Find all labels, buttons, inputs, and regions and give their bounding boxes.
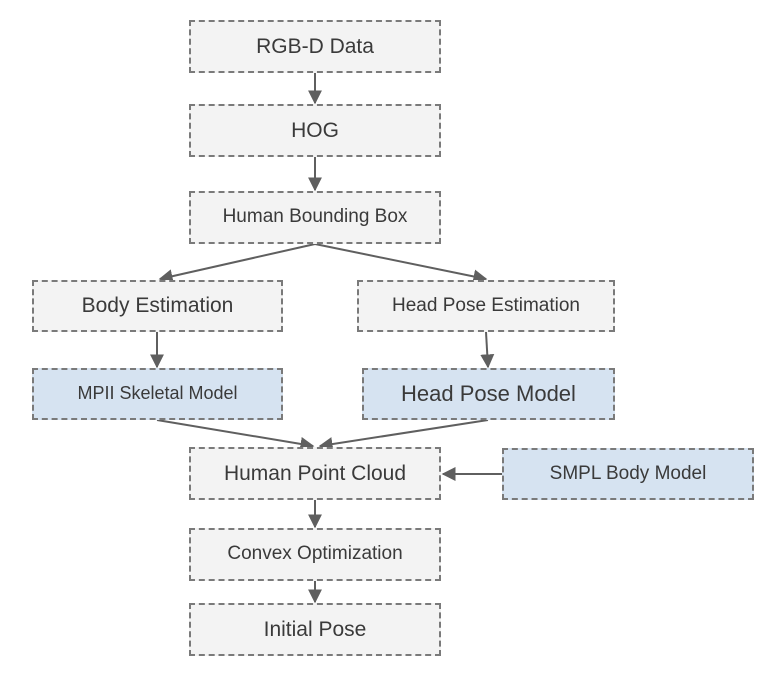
- edge-head-pose-model-to-point-cloud: [318, 419, 489, 451]
- node-human-point-cloud: Human Point Cloud: [189, 447, 441, 500]
- node-body-estimation: Body Estimation: [32, 280, 283, 332]
- node-smpl-body-model: SMPL Body Model: [502, 448, 754, 500]
- edge-bbox-to-head-pose-estimation: [314, 243, 488, 284]
- node-label: HOG: [291, 118, 339, 142]
- node-human-bounding-box: Human Bounding Box: [189, 191, 441, 244]
- node-label: SMPL Body Model: [549, 462, 707, 484]
- node-label: Convex Optimization: [227, 543, 403, 565]
- edge-mpii-to-point-cloud: [156, 419, 315, 451]
- node-label: Initial Pose: [263, 617, 367, 641]
- node-mpii-skeletal-model: MPII Skeletal Model: [32, 368, 283, 420]
- node-label: Human Bounding Box: [222, 206, 408, 228]
- node-label: Human Point Cloud: [223, 461, 407, 485]
- node-initial-pose: Initial Pose: [189, 603, 441, 656]
- edge-head-pose-estimation-to-model: [480, 331, 495, 369]
- node-label: MPII Skeletal Model: [77, 383, 238, 404]
- node-convex-optimization: Convex Optimization: [189, 528, 441, 581]
- edge-bbox-to-body-estimation: [158, 243, 316, 284]
- node-hog: HOG: [189, 104, 441, 157]
- node-label: RGB-D Data: [256, 34, 374, 58]
- node-label: Body Estimation: [81, 294, 234, 318]
- node-label: Head Pose Model: [401, 380, 576, 406]
- node-label: Head Pose Estimation: [392, 294, 580, 316]
- node-head-pose-estimation: Head Pose Estimation: [357, 280, 615, 332]
- node-rgbd-data: RGB-D Data: [189, 20, 441, 73]
- node-head-pose-model: Head Pose Model: [362, 368, 615, 420]
